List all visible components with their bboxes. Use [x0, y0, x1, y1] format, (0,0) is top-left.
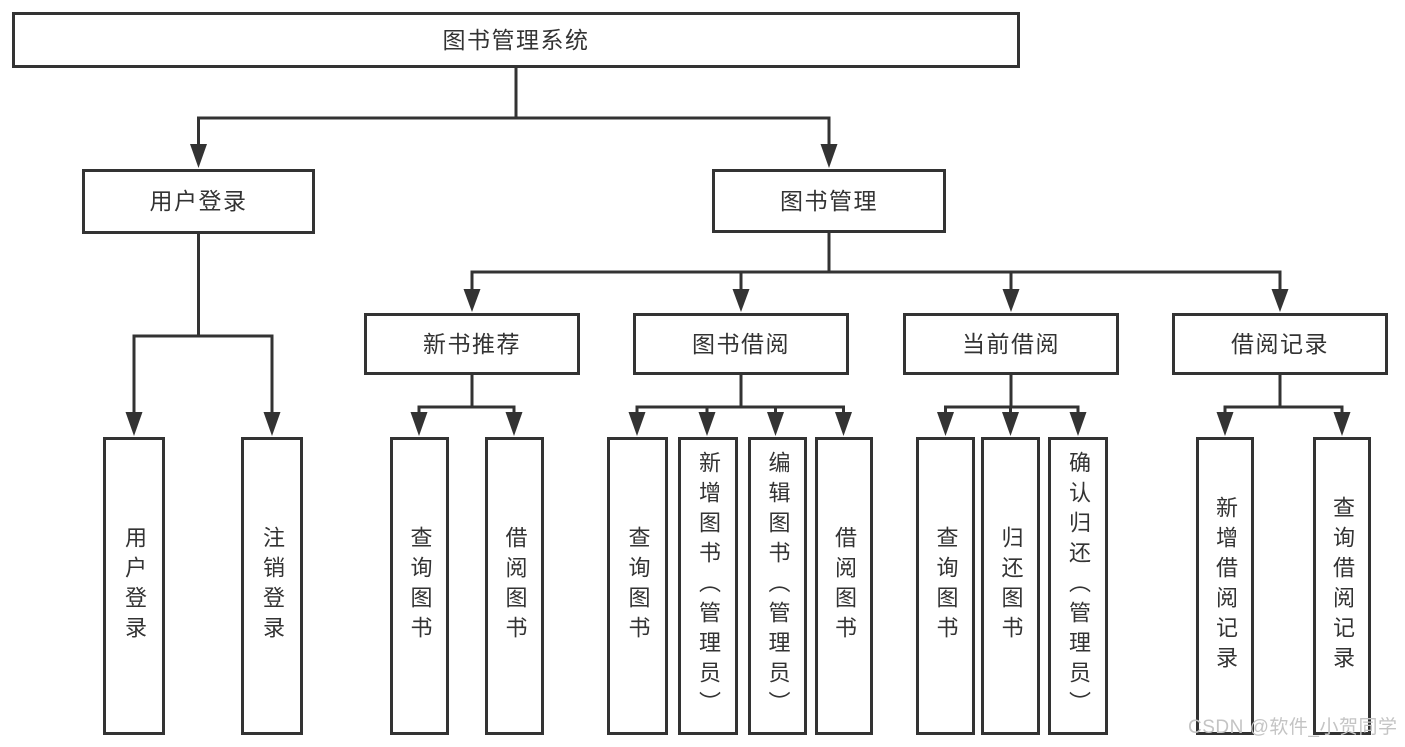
arrow-down	[1216, 412, 1234, 436]
node-new-book-recommend-label: 新书推荐	[423, 330, 521, 357]
arrow-down	[732, 289, 750, 312]
connector-bookborrow-to-leaves	[628, 375, 852, 436]
leaf-cb-confirm-return: 确认归还（管理员）	[1048, 437, 1108, 735]
arrow-down	[505, 412, 523, 436]
leaf-user-login: 用户登录	[103, 437, 165, 735]
leaf-logout-label: 注销登录	[260, 526, 285, 646]
arrow-down	[937, 412, 954, 436]
connector-newbook-to-leaves	[410, 375, 523, 436]
arrow-down	[1002, 412, 1019, 436]
node-book-borrow: 图书借阅	[633, 313, 849, 375]
arrow-down	[125, 412, 143, 436]
leaf-nb-query-books-label: 查询图书	[407, 526, 433, 646]
arrow-down	[410, 412, 428, 436]
arrow-down	[463, 289, 481, 312]
leaf-nb-borrow-books: 借阅图书	[485, 437, 544, 735]
leaf-bb-query-books-label: 查询图书	[625, 526, 651, 646]
edge	[635, 405, 845, 414]
edge	[1223, 405, 1344, 414]
leaf-bb-borrow-books-label: 借阅图书	[832, 526, 857, 646]
node-book-borrow-label: 图书借阅	[692, 330, 790, 357]
leaf-bb-edit-books: 编辑图书（管理员）	[748, 437, 807, 735]
node-user-login: 用户登录	[82, 169, 315, 234]
arrow-down	[767, 412, 784, 436]
edge	[739, 272, 1013, 291]
leaf-logout: 注销登录	[241, 437, 303, 735]
node-book-management: 图书管理	[712, 169, 946, 233]
node-borrow-record-label: 借阅记录	[1231, 330, 1329, 357]
leaf-bb-query-books: 查询图书	[607, 437, 668, 735]
leaf-br-query-record-label: 查询借阅记录	[1330, 496, 1355, 676]
leaf-cb-query-books: 查询图书	[916, 437, 975, 735]
arrow-down	[263, 412, 281, 436]
node-current-borrow-label: 当前借阅	[962, 330, 1060, 357]
watermark-text: CSDN @软件_小贺同学	[1188, 717, 1398, 738]
arrow-down	[190, 144, 207, 168]
leaf-bb-borrow-books: 借阅图书	[815, 437, 873, 735]
connector-borrowrecord-to-leaves	[1216, 375, 1351, 436]
arrow-down	[835, 412, 852, 436]
node-new-book-recommend: 新书推荐	[364, 313, 580, 375]
node-user-login-label: 用户登录	[149, 188, 248, 214]
leaf-bb-edit-books-label: 编辑图书（管理员）	[765, 451, 791, 721]
leaf-cb-return-books-label: 归还图书	[998, 526, 1024, 646]
edge	[470, 270, 1282, 291]
leaf-nb-query-books: 查询图书	[390, 437, 449, 735]
node-root-label: 图书管理系统	[442, 26, 590, 53]
leaf-br-add-record-label: 新增借阅记录	[1213, 496, 1238, 676]
leaf-cb-return-books: 归还图书	[981, 437, 1040, 735]
leaf-cb-query-books-label: 查询图书	[933, 526, 959, 646]
edge	[197, 116, 831, 145]
arrow-down	[1002, 289, 1020, 312]
leaf-br-add-record: 新增借阅记录	[1196, 437, 1254, 735]
connector-root-to-level2	[190, 68, 838, 168]
arrow-down	[1333, 412, 1351, 436]
arrow-down	[698, 412, 716, 436]
node-root: 图书管理系统	[12, 12, 1020, 68]
arrow-down	[628, 412, 646, 436]
edge	[417, 405, 516, 414]
arrow-down	[820, 144, 838, 168]
edge	[132, 334, 274, 414]
arrow-down	[1271, 289, 1289, 312]
node-book-management-label: 图书管理	[780, 187, 878, 214]
node-current-borrow: 当前借阅	[903, 313, 1119, 375]
node-borrow-record: 借阅记录	[1172, 313, 1388, 375]
leaf-user-login-label: 用户登录	[122, 526, 147, 646]
leaf-br-query-record: 查询借阅记录	[1313, 437, 1371, 735]
connector-currentborrow-to-leaves	[937, 375, 1087, 436]
connector-bookmgmt-to-level3	[463, 233, 1289, 312]
leaf-cb-confirm-return-label: 确认归还（管理员）	[1066, 451, 1091, 721]
arrow-down	[1069, 412, 1087, 436]
connector-userlogin-to-leaves	[125, 234, 281, 436]
leaf-bb-add-books: 新增图书（管理员）	[678, 437, 738, 735]
leaf-bb-add-books-label: 新增图书（管理员）	[696, 451, 721, 721]
leaf-nb-borrow-books-label: 借阅图书	[502, 526, 528, 646]
